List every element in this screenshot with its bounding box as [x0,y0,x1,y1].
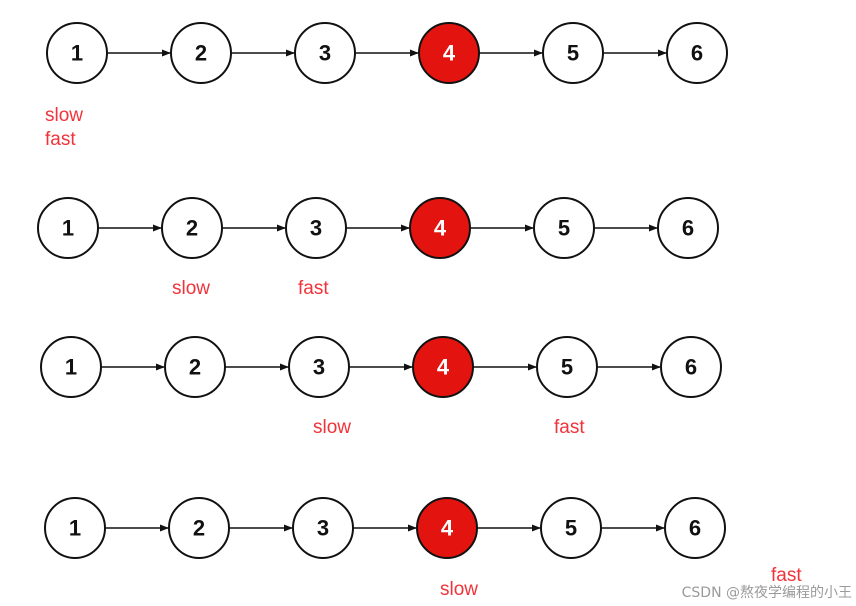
node-value: 6 [691,41,703,66]
node-value: 4 [437,355,450,380]
list-row-4: 1 2 3 4 5 6 [44,497,726,559]
node-5: 5 [542,22,604,84]
node-circle [164,336,226,398]
node-value: 3 [310,216,322,241]
node-4-highlighted: 4 [409,197,471,259]
node-6: 6 [657,197,719,259]
node-value: 5 [567,41,579,66]
node-value: 5 [561,355,573,380]
node-value: 5 [565,516,577,541]
fast-pointer-label: fast [298,278,329,299]
node-circle [168,497,230,559]
node-6: 6 [666,22,728,84]
node-value: 1 [62,216,74,241]
slow-pointer-label: slow [172,278,211,299]
node-2: 2 [164,336,226,398]
watermark-text: CSDN @熬夜学编程的小王 [681,585,852,601]
node-circle [285,197,347,259]
node-circle [37,197,99,259]
node-3: 3 [288,336,350,398]
node-value: 3 [317,516,329,541]
node-4-highlighted: 4 [412,336,474,398]
node-circle [664,497,726,559]
node-value: 6 [682,216,694,241]
node-value: 5 [558,216,570,241]
node-circle [666,22,728,84]
node-3: 3 [292,497,354,559]
node-circle [46,22,108,84]
node-circle [542,22,604,84]
node-circle [533,197,595,259]
node-1: 1 [46,22,108,84]
fast-pointer-label: fast [554,417,585,438]
node-value: 1 [69,516,81,541]
node-5: 5 [533,197,595,259]
list-row-1: 1 2 3 4 5 6 [46,22,728,84]
list-row-2: 1 2 3 4 5 6 [37,197,719,259]
node-2: 2 [161,197,223,259]
slow-pointer-label: slow [45,105,84,126]
node-5: 5 [536,336,598,398]
node-value: 2 [193,516,205,541]
node-value: 6 [685,355,697,380]
fast-pointer-label: fast [771,565,802,586]
node-value: 1 [65,355,77,380]
node-circle [536,336,598,398]
slow-pointer-label: slow [440,579,479,600]
node-circle [161,197,223,259]
node-value: 2 [195,41,207,66]
node-value: 4 [441,516,454,541]
node-circle [657,197,719,259]
node-circle [170,22,232,84]
node-circle [44,497,106,559]
node-value: 4 [443,41,456,66]
node-value: 3 [313,355,325,380]
node-circle [540,497,602,559]
node-4-highlighted: 4 [418,22,480,84]
node-circle [292,497,354,559]
node-3: 3 [285,197,347,259]
node-circle [409,197,471,259]
node-6: 6 [664,497,726,559]
node-value: 4 [434,216,447,241]
node-value: 2 [186,216,198,241]
node-3: 3 [294,22,356,84]
node-circle [660,336,722,398]
node-circle [412,336,474,398]
node-5: 5 [540,497,602,559]
node-value: 2 [189,355,201,380]
node-circle [294,22,356,84]
node-1: 1 [37,197,99,259]
fast-pointer-label: fast [45,129,76,150]
node-6: 6 [660,336,722,398]
node-4-highlighted: 4 [416,497,478,559]
node-value: 6 [689,516,701,541]
list-row-3: 1 2 3 4 5 6 [40,336,722,398]
node-1: 1 [40,336,102,398]
node-circle [416,497,478,559]
node-1: 1 [44,497,106,559]
node-circle [418,22,480,84]
node-circle [288,336,350,398]
node-value: 1 [71,41,83,66]
node-value: 3 [319,41,331,66]
node-2: 2 [168,497,230,559]
node-circle [40,336,102,398]
slow-pointer-label: slow [313,417,352,438]
node-2: 2 [170,22,232,84]
